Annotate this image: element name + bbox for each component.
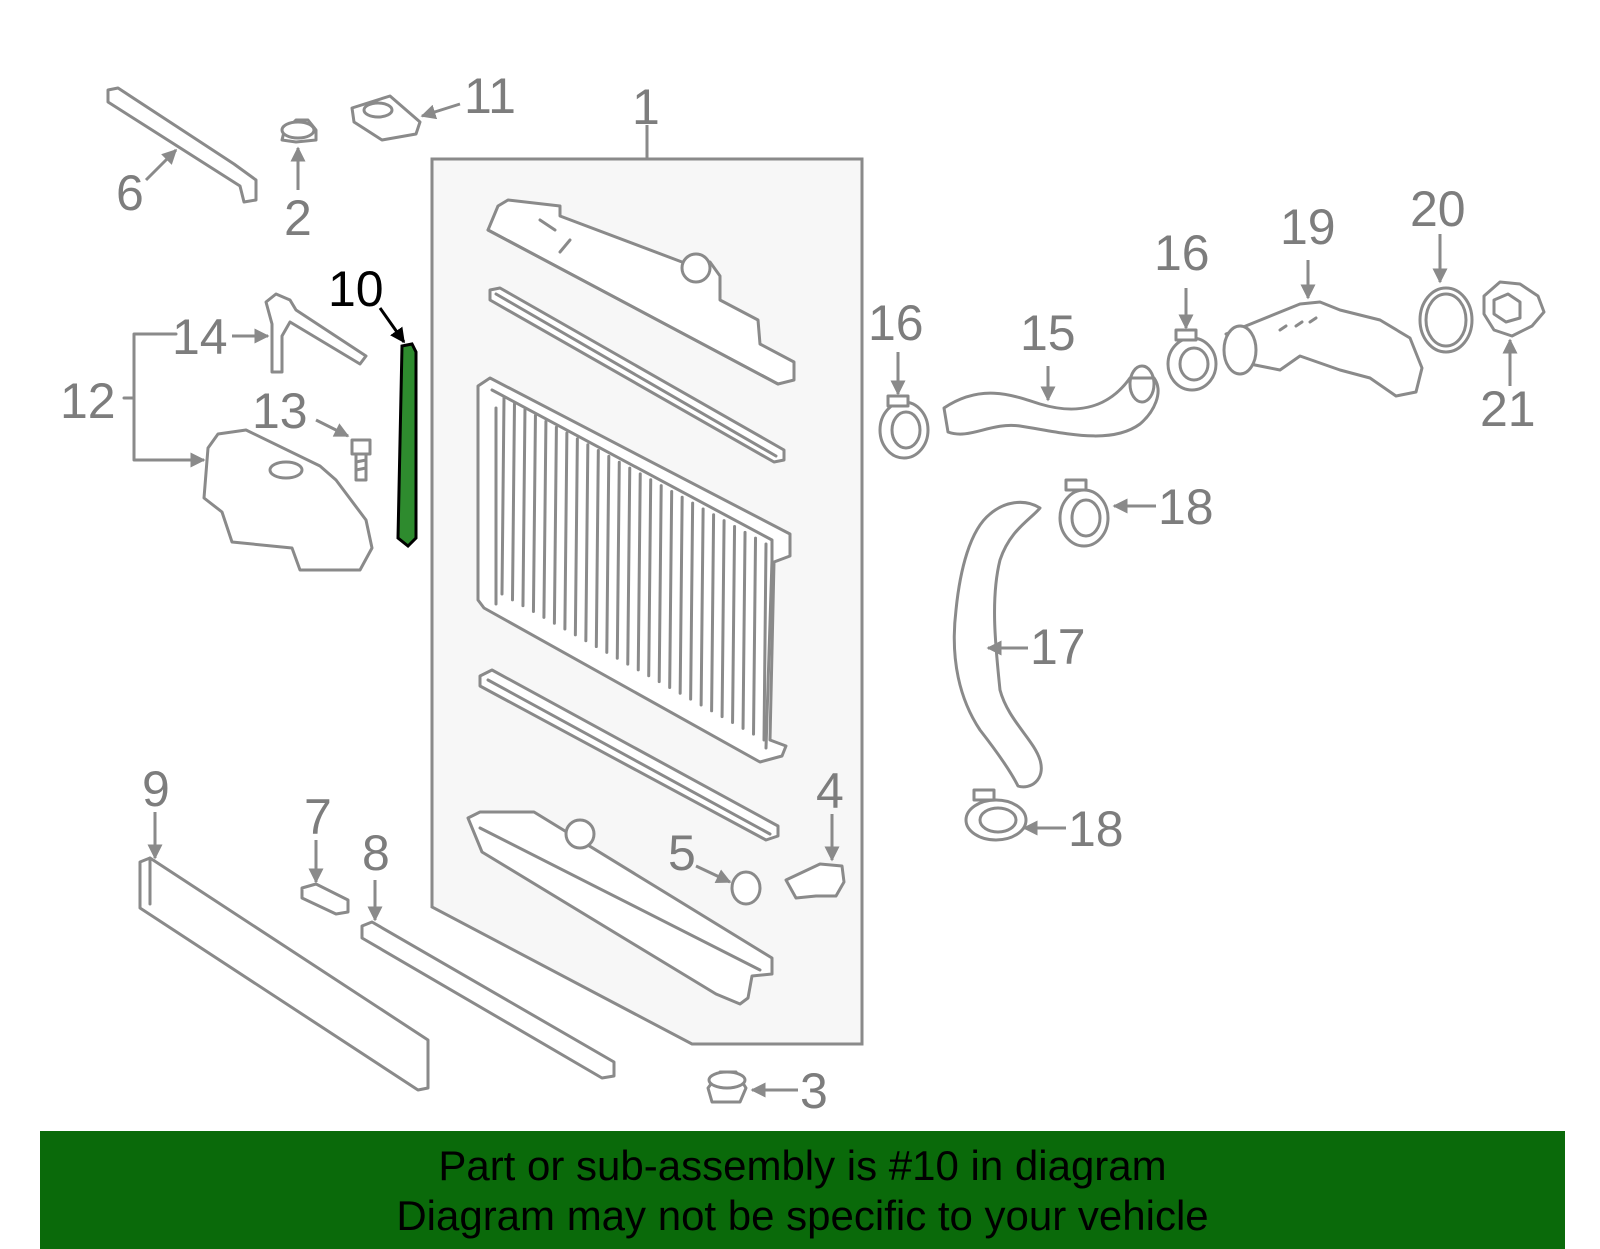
thermostat-part-21	[1482, 280, 1546, 386]
banner-line-disclaimer: Diagram may not be specific to your vehi…	[396, 1192, 1209, 1239]
cap-part-11	[350, 94, 461, 142]
gasket-ring-part-20	[1418, 234, 1474, 354]
callout-5: 5	[668, 825, 696, 881]
seal-part-8	[360, 880, 616, 1080]
radiator-core-part	[476, 376, 792, 764]
callout-20: 20	[1410, 181, 1466, 237]
core-fin	[647, 478, 653, 678]
callout-10: 10	[328, 261, 384, 317]
core-fin	[584, 443, 590, 643]
callout-12: 12	[60, 373, 116, 429]
callout-8: 8	[362, 825, 390, 881]
water-outlet-part-19	[1222, 260, 1424, 398]
core-fin	[699, 507, 705, 707]
core-fin	[500, 396, 506, 596]
bracket-part-4	[784, 814, 846, 900]
bolt-part-13	[315, 418, 372, 482]
core-fin	[657, 484, 663, 684]
callout-7: 7	[304, 789, 332, 845]
core-fin	[510, 402, 516, 602]
core-fin	[731, 524, 737, 724]
highlighted-seal-part-10	[378, 307, 418, 549]
core-fin	[710, 513, 716, 713]
core-fin	[762, 542, 768, 742]
lower-tank-part	[466, 810, 774, 1006]
seal-part-9	[138, 812, 430, 1092]
core-fin	[531, 414, 537, 614]
grommet-part-3	[706, 1070, 798, 1104]
info-banner: Part or sub-assembly is #10 in diagram D…	[40, 1131, 1565, 1249]
callout-15: 15	[1020, 305, 1076, 361]
callout-2: 2	[284, 190, 312, 246]
core-fin	[668, 489, 674, 689]
callout-19: 19	[1280, 199, 1336, 255]
core-fin	[636, 472, 642, 672]
reservoir-hose-part-14	[232, 292, 368, 374]
reservoir-tank-part-12	[122, 332, 374, 572]
callout-21: 21	[1480, 381, 1536, 437]
callout-16-left: 16	[868, 295, 924, 351]
upper-tank-part	[486, 198, 796, 386]
banner-line-part-number: Part or sub-assembly is #10 in diagram	[438, 1142, 1167, 1189]
grommet-part-2	[280, 118, 318, 190]
callout-17: 17	[1030, 619, 1086, 675]
core-fin	[552, 425, 558, 625]
core-fin	[542, 419, 548, 619]
clamp-part-18-lower	[964, 788, 1066, 842]
core-fin	[741, 530, 747, 730]
core-fin	[720, 519, 726, 719]
callout-1: 1	[632, 79, 660, 135]
clamp-part-18-upper	[1058, 478, 1156, 548]
core-fin	[594, 449, 600, 649]
clamp-part-16-left	[878, 352, 930, 460]
callout-13: 13	[252, 383, 308, 439]
core-fin	[605, 454, 611, 654]
core-fin	[626, 466, 632, 666]
core-fin	[678, 495, 684, 695]
callout-18-lower: 18	[1068, 801, 1124, 857]
core-fin	[521, 408, 527, 608]
core-fin	[573, 437, 579, 637]
upper-gasket-part	[488, 286, 786, 464]
lower-hose-part-17	[952, 500, 1043, 789]
core-fin	[563, 431, 569, 631]
callout-18-upper: 18	[1158, 479, 1214, 535]
callout-6: 6	[116, 165, 144, 221]
upper-hose-part-15	[942, 364, 1160, 438]
callout-3: 3	[800, 1063, 828, 1119]
core-fin	[689, 501, 695, 701]
plug-part-5	[695, 864, 762, 906]
core-fin	[615, 460, 621, 660]
callout-14: 14	[172, 309, 228, 365]
lower-gasket-part	[478, 668, 780, 842]
block-part-7	[300, 840, 350, 916]
callout-9: 9	[142, 761, 170, 817]
core-fin	[752, 536, 758, 736]
bracket-part-6	[106, 86, 258, 204]
callout-4: 4	[816, 763, 844, 819]
clamp-part-16-right	[1166, 288, 1218, 392]
callout-11: 11	[464, 68, 516, 124]
callout-16-right: 16	[1154, 225, 1210, 281]
